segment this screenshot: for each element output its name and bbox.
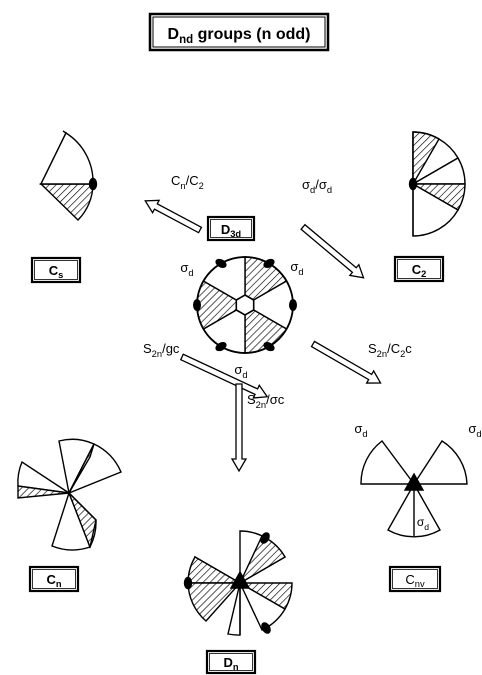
arrow-to-cn: [179, 353, 269, 399]
cs-label: Cs: [49, 263, 64, 280]
cnv-sigma-left: σd: [354, 421, 367, 439]
arrow-to-dn: [230, 383, 248, 473]
arrow-label-to-cs: Cn/C2: [171, 173, 204, 191]
sigma-d-label-bottom: σd: [234, 362, 247, 380]
c2-label: C2: [412, 262, 427, 279]
cnv-sigma-bottom: σd: [417, 515, 429, 532]
sigma-d-label-right: σd: [290, 259, 303, 277]
dn-label: Dn: [223, 655, 238, 672]
arrow-to-cnv: [310, 340, 382, 384]
cnv-box: Cnv: [388, 565, 442, 593]
arrow-label-to-dn: S2n/σc: [247, 392, 285, 410]
cn-stereogram: [17, 438, 122, 551]
arrow-label-to-cn: S2n/gc: [143, 341, 180, 359]
arrow-label-to-cnv: S2n/C2c: [368, 341, 412, 359]
cn-label: Cn: [46, 572, 61, 589]
cnv-stereogram: [360, 440, 468, 538]
dn-box: Dn: [205, 649, 257, 675]
arrow-label-to-c2: σd/σd: [302, 177, 332, 195]
cnv-sigma-right: σd: [468, 421, 481, 439]
dn-stereogram: [183, 530, 293, 636]
cs-stereogram: [39, 130, 98, 221]
d3d-label: D3d: [221, 222, 242, 239]
d3d-twofold-axes: [193, 258, 297, 352]
d3d-box: D3d: [206, 215, 256, 242]
d3d-stereogram: [196, 256, 294, 354]
sigma-d-label-left: σd: [180, 260, 193, 278]
cn-box: Cn: [28, 565, 80, 593]
cnv-label: Cnv: [405, 572, 425, 589]
title-text: Dnd groups (n odd): [168, 26, 311, 46]
title-box: Dnd groups (n odd): [148, 12, 330, 52]
arrow-to-c2: [300, 223, 365, 279]
c2-box: C2: [393, 255, 445, 283]
arrow-to-cs: [144, 199, 203, 234]
cs-box: Cs: [30, 256, 82, 284]
c2-stereogram: [408, 131, 466, 237]
